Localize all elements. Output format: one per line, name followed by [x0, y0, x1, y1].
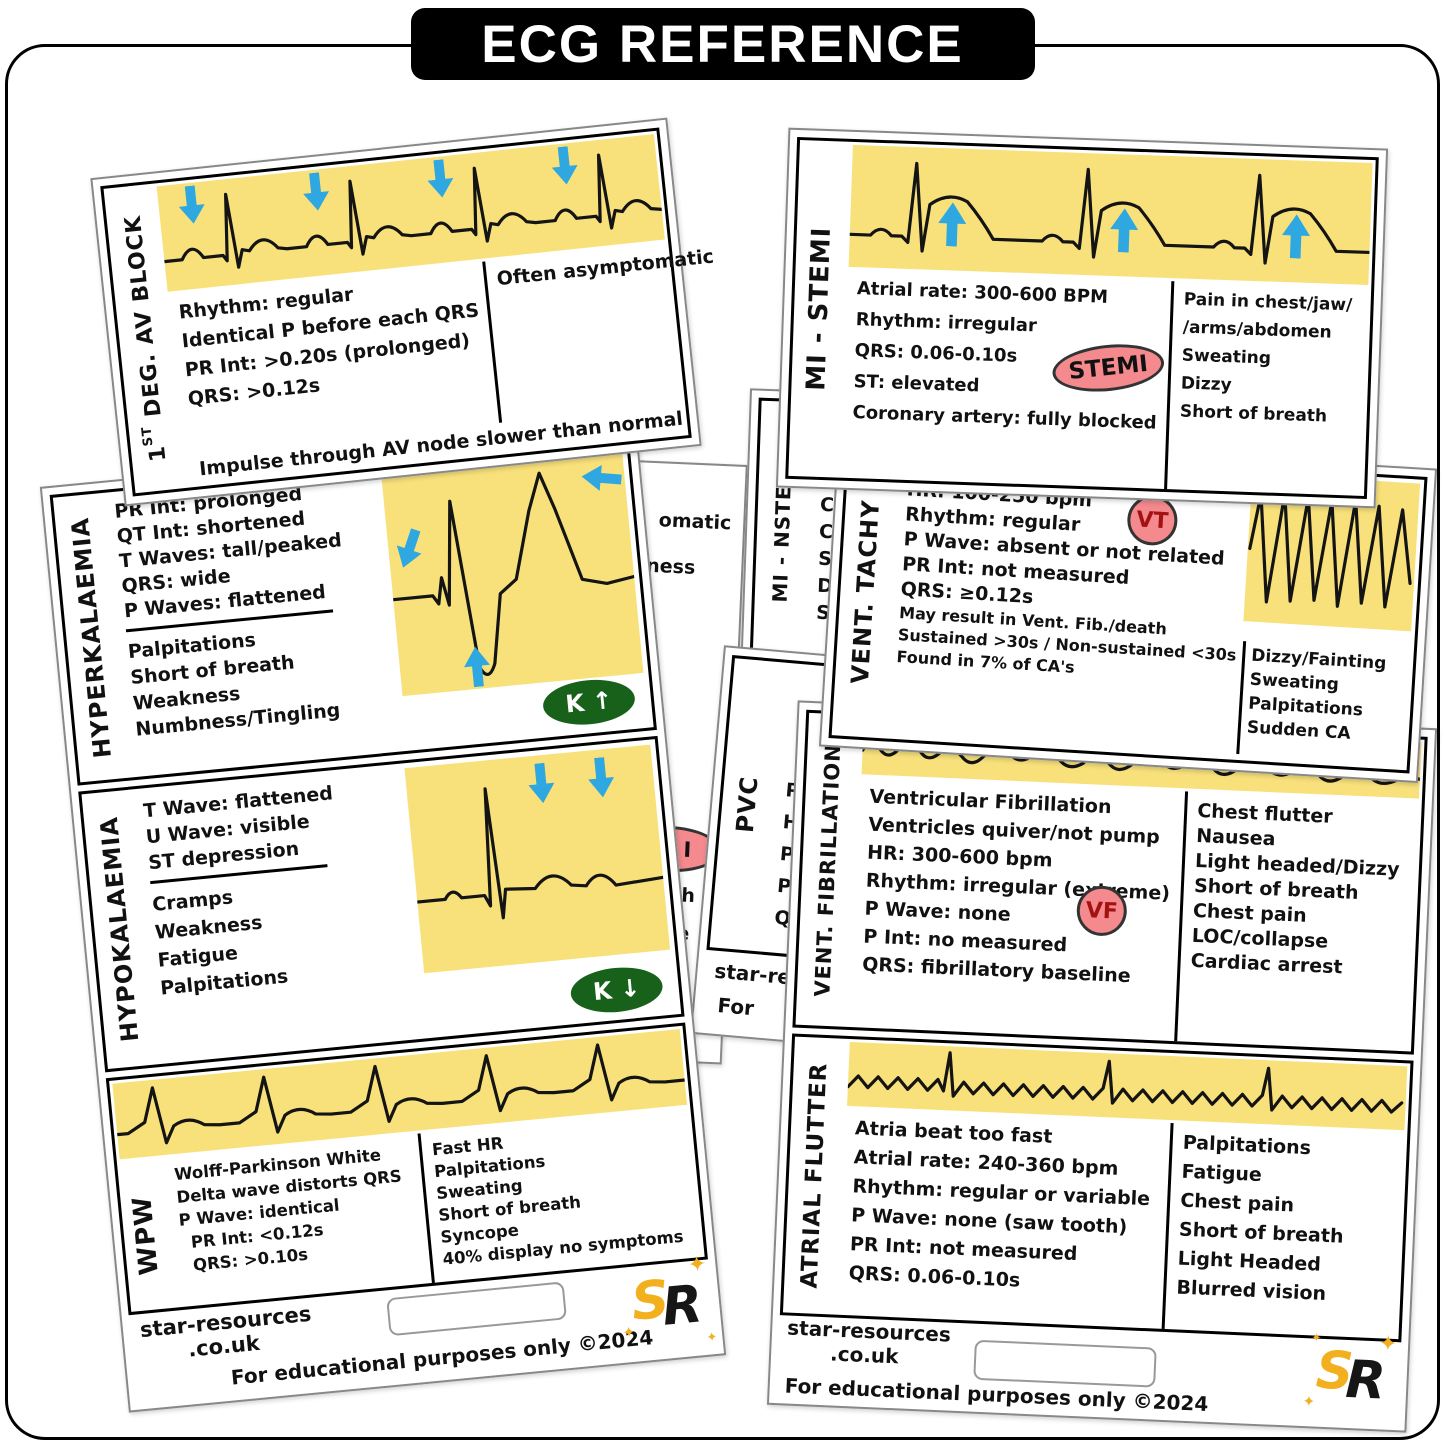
flutter-symptom: Short of breath	[1178, 1218, 1344, 1248]
sr-logo: ✦ ✦ ✦ S R	[1302, 1330, 1400, 1422]
ecg-waveform-stemi	[849, 145, 1373, 285]
card-mi-stemi: MI - STEMI Atrial rate: 300-600 BPM Rhyt…	[775, 127, 1389, 509]
occluded-text-fragment: ness	[645, 554, 696, 579]
flutter-symptom: Fatigue	[1181, 1160, 1263, 1187]
flutter-symptom: Light Headed	[1177, 1247, 1322, 1276]
flutter-symptom: Blurred vision	[1176, 1276, 1327, 1305]
ecg-image-hyperkalaemia	[380, 447, 644, 697]
logo-letter-r: R	[659, 1274, 706, 1338]
occluded-text-fragment: For	[716, 993, 756, 1021]
stemi-symptom: Dizzy	[1180, 373, 1233, 396]
stemi-symptom: Short of breath	[1179, 401, 1328, 427]
panel-mi-stemi: MI - STEMI Atrial rate: 300-600 BPM Rhyt…	[785, 136, 1379, 500]
panel-hypokalaemia: HYPOKALAEMIA T Wave: flattened U Wave: v…	[78, 735, 685, 1073]
ecg-strip-flutter	[847, 1041, 1408, 1131]
hypokalaemia-findings: T Wave: flattened U Wave: visible ST dep…	[142, 780, 351, 1002]
panel-hyperkalaemia: HYPERKALAEMIA PR Int: prolonged QT Int: …	[49, 439, 657, 786]
ecg-strip-wpw	[112, 1029, 688, 1160]
flutter-symptom: Chest pain	[1179, 1189, 1295, 1217]
flutter-finding: QRS: 0.06-0.10s	[848, 1262, 1021, 1292]
ecg-waveform-hypokalaemia	[404, 745, 670, 974]
vent-fib-body: Ventricular Fibrillation Ventricles quiv…	[847, 777, 1422, 1052]
page-title-banner: ECG REFERENCE	[410, 8, 1035, 80]
ecg-strip-stemi	[848, 144, 1373, 285]
stemi-finding: Atrial rate: 300-600 BPM	[856, 278, 1109, 308]
ecg-strip-av-block	[156, 134, 665, 292]
hypokalaemia-content: T Wave: flattened U Wave: visible ST dep…	[131, 739, 681, 1064]
card-first-degree-av-block: 1ST DEG. AV BLOCK Rhythm: regular Identi…	[90, 117, 733, 507]
potassium-up-badge: K ↑	[541, 675, 637, 729]
page-title: ECG REFERENCE	[481, 14, 964, 74]
ecg-waveform-flutter	[847, 1042, 1407, 1130]
ecg-waveform-wpw	[112, 1029, 687, 1159]
flutter-symptom: Palpitations	[1182, 1131, 1312, 1160]
vt-symptom: Sudden CA	[1246, 717, 1352, 744]
hyperkalaemia-findings: PR Int: prolonged QT Int: shortened T Wa…	[113, 479, 359, 743]
panel-av-block: 1ST DEG. AV BLOCK Rhythm: regular Identi…	[100, 127, 733, 497]
occluded-text-fragment: omatic	[658, 509, 732, 535]
panel-wpw: WPW Wolff-Parkinson White Delta wave dis…	[105, 1022, 708, 1316]
logo-letter-r: R	[1344, 1349, 1387, 1412]
av-block-content: Rhythm: regular Identical P before each …	[153, 131, 733, 488]
panel-atrial-flutter: ATRIAL FLUTTER Atria beat too fast Atria…	[779, 1033, 1414, 1343]
blank-name-box	[973, 1339, 1157, 1388]
blank-name-box	[386, 1281, 568, 1337]
occluded-text-fragment: star-re	[713, 958, 792, 990]
stemi-finding: Rhythm: irregular	[855, 309, 1038, 337]
mi-stemi-body: Atrial rate: 300-600 BPM Rhythm: irregul…	[838, 270, 1372, 496]
brand: star-resources .co.uk	[139, 1302, 315, 1366]
atrial-flutter-content: Atria beat too fast Atrial rate: 240-360…	[835, 1039, 1411, 1340]
vt-symptoms: Dizzy/Fainting Sweating Palpitations Sud…	[1246, 646, 1409, 747]
stemi-finding: Coronary artery: fully blocked	[852, 402, 1157, 434]
hyperkalaemia-content: PR Int: prolonged QT Int: shortened T Wa…	[103, 442, 654, 777]
sparkle-icon: ✦	[1302, 1392, 1316, 1411]
stemi-symptom: /arms/abdomen	[1182, 317, 1333, 343]
ecg-image-hypokalaemia	[404, 744, 671, 974]
sr-logo: ✦ ✦ ✦ S R	[620, 1252, 719, 1351]
card-vfib-and-flutter: VENT. FIBRILLATION Ventricular Fibrillat…	[766, 700, 1438, 1433]
sparkle-icon: ✦	[705, 1329, 719, 1346]
potassium-down-badge: K ↓	[568, 963, 665, 1017]
stemi-symptom: Pain in chest/jaw/	[1183, 289, 1353, 316]
ecg-waveform-hyperkalaemia	[381, 448, 644, 696]
brand: star-resources .co.uk	[786, 1316, 952, 1371]
stemi-symptom: Sweating	[1181, 345, 1272, 369]
atrial-flutter-body: Atria beat too fast Atrial rate: 240-360…	[835, 1109, 1408, 1340]
mi-stemi-content: Atrial rate: 300-600 BPM Rhythm: irregul…	[838, 142, 1375, 496]
card-electrolytes-and-wpw: HYPERKALAEMIA PR Int: prolonged QT Int: …	[39, 429, 727, 1413]
ecg-waveform-av-block	[157, 134, 665, 292]
